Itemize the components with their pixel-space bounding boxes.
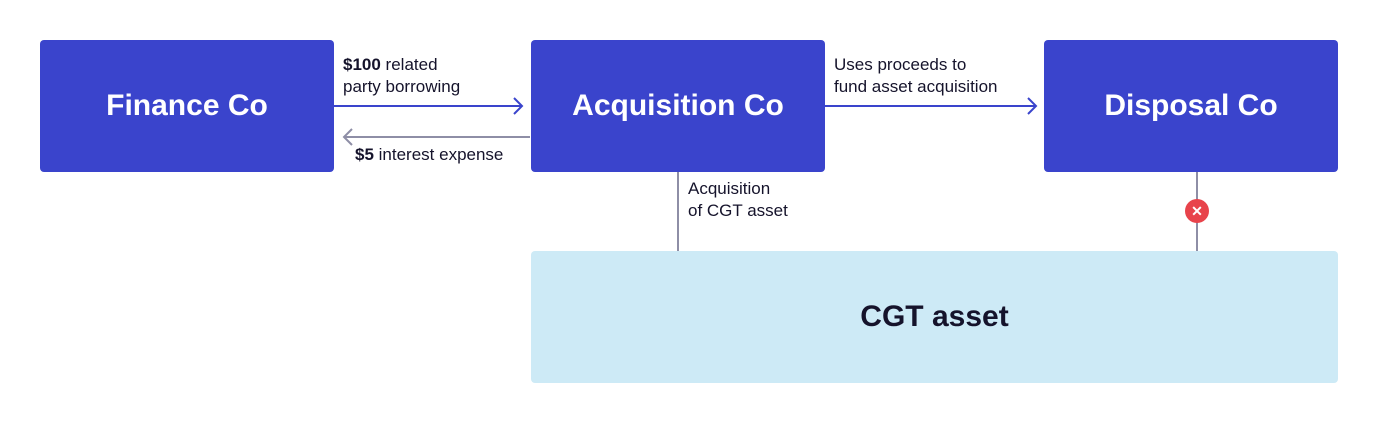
- disposal-co-label: Disposal Co: [1104, 89, 1278, 122]
- borrowing-text-2: party borrowing: [343, 77, 461, 96]
- proceeds-text-2: fund asset acquisition: [834, 77, 998, 96]
- borrowing-amount: $100: [343, 55, 381, 74]
- acquisition-text-1: Acquisition: [688, 179, 771, 198]
- cgt-asset-label: CGT asset: [860, 300, 1009, 333]
- finance-co-label: Finance Co: [106, 89, 268, 122]
- interest-arrow: [342, 128, 530, 146]
- proceeds-arrow: [825, 97, 1038, 115]
- acquisition-label: Acquisition of CGT asset: [688, 178, 788, 222]
- interest-label: $5 interest expense: [355, 144, 503, 166]
- borrowing-arrow: [334, 97, 524, 115]
- disposal-co-box: Disposal Co: [1044, 40, 1338, 172]
- borrowing-text-1: related: [380, 55, 438, 74]
- acquisition-co-box: Acquisition Co: [531, 40, 825, 172]
- finance-co-box: Finance Co: [40, 40, 334, 172]
- x-glyph: ✕: [1191, 202, 1203, 219]
- blocked-x-icon: ✕: [1185, 199, 1209, 223]
- acquisition-co-label: Acquisition Co: [572, 89, 784, 122]
- cgt-asset-box: CGT asset: [531, 251, 1338, 383]
- borrowing-label: $100 related party borrowing: [343, 54, 460, 98]
- acquisition-text-2: of CGT asset: [688, 201, 788, 220]
- proceeds-text-1: Uses proceeds to: [834, 55, 967, 74]
- interest-amount: $5: [355, 145, 374, 164]
- interest-text: interest expense: [373, 145, 504, 164]
- proceeds-label: Uses proceeds to fund asset acquisition: [834, 54, 998, 98]
